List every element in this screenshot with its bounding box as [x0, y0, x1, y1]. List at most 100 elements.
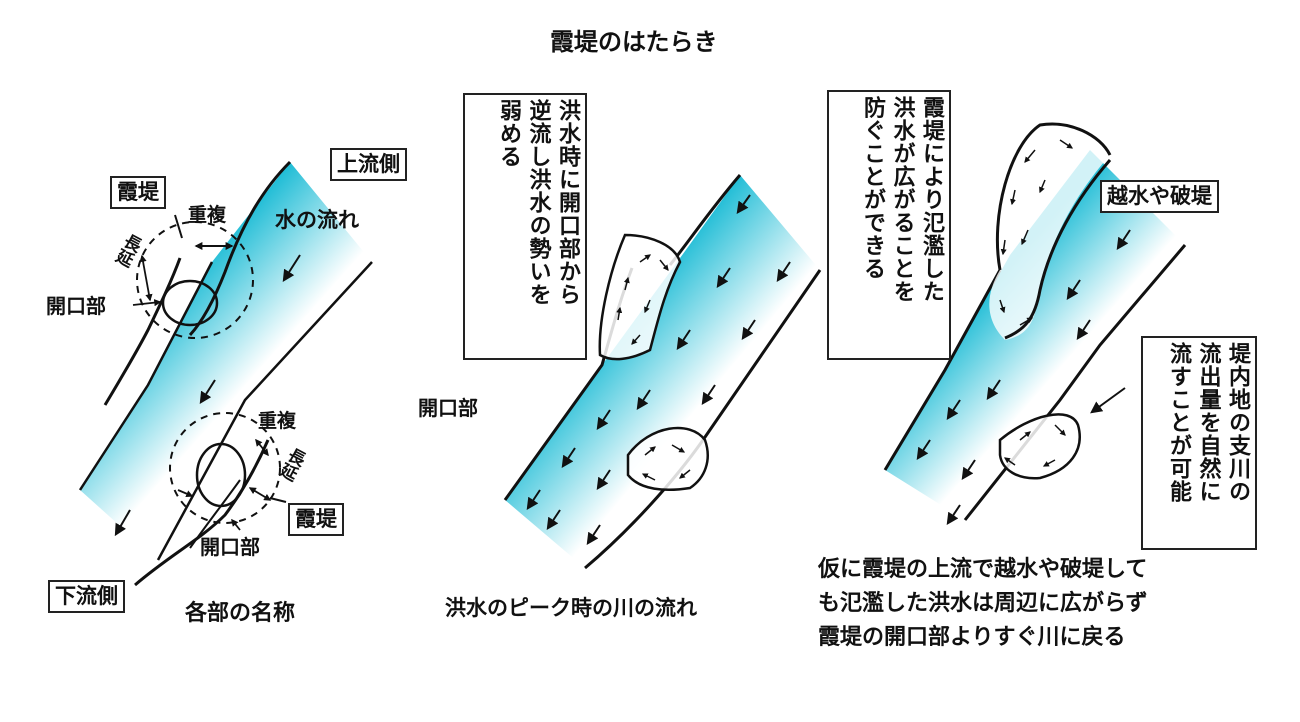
levee-line [1004, 159, 1112, 340]
note-line: 霞堤により氾濫した [919, 96, 944, 303]
lower-levee-line [134, 439, 270, 587]
upstream-label: 上流側 [330, 148, 407, 181]
flooded-area [989, 124, 1110, 340]
flow-arrow-icon [1059, 139, 1073, 149]
flow-arrow-icon [596, 469, 611, 490]
left-bank-line [78, 261, 214, 491]
flow-arrow-icon [946, 399, 961, 420]
panel3-caption-line: も氾濫した洪水は周辺に広がらず [818, 591, 1148, 616]
flow-arrow-icon [596, 409, 611, 430]
upper-levee-inner [103, 257, 182, 406]
swirl-arrows [999, 139, 1073, 467]
flow-arrow-icon [776, 261, 791, 282]
flow-arrow-icon [644, 299, 651, 314]
flow-arrow-icon [671, 444, 686, 453]
tributary-inflow-arrow [1090, 387, 1126, 414]
tributary-note: 堤内地の支川の 流出量を自然に 流すことが可能 [1141, 336, 1257, 550]
dimension-arrow-icon [139, 254, 153, 302]
upper-backflow-pocket [598, 233, 682, 361]
flow-arrow-icon [741, 319, 756, 340]
panel3-caption-line: 霞堤の開口部よりすぐ川に戻る [818, 625, 1126, 650]
backflow-note: 洪水時に開口部から 逆流し洪水の勢いを 弱める [463, 93, 587, 360]
lower-overlap-zone [169, 412, 281, 524]
dimension-arrow-icon [255, 438, 269, 457]
flow-arrow-icon [1024, 149, 1036, 163]
note-line: 流出量を自然に [1195, 342, 1221, 503]
river-flow-arrows [526, 194, 791, 545]
note-line: 弱める [496, 99, 521, 168]
river-panel-1 [78, 160, 373, 587]
upper-opening-ellipse [161, 279, 219, 327]
levee-label-top: 霞堤 [110, 176, 166, 209]
river-flow-arrows [916, 229, 1131, 525]
flow-arrow-icon [282, 254, 301, 283]
flow-arrow-icon [623, 276, 630, 291]
panel2-caption: 洪水のピーク時の川の流れ [445, 596, 697, 620]
flow-arrow-icon [636, 389, 651, 410]
lower-levee-edge [189, 479, 241, 549]
opening-label-bottom: 開口部 [200, 535, 260, 559]
water-flow-label: 水の流れ [275, 208, 359, 232]
flow-arrow-icon [114, 509, 131, 537]
river-panel-3 [883, 122, 1187, 525]
flow-arrow-icon [586, 524, 601, 545]
flow-arrow-icon [1019, 431, 1031, 441]
upper-overlap-zone [136, 221, 254, 339]
flow-arrow-icon [999, 299, 1006, 314]
panel3-caption-line: 仮に霞堤の上流で越水や破堤して [818, 557, 1148, 582]
flow-arrow-icon [676, 329, 691, 350]
flow-arrow-icon [679, 469, 691, 479]
flow-arrow-icon [736, 194, 751, 214]
prevent-spread-note: 霞堤により氾濫した 洪水が広がることを 防ぐことができる [827, 90, 951, 360]
flow-arrow-icon [546, 509, 561, 530]
dimension-arrow-icon [177, 489, 194, 498]
diagram-title: 霞堤のはたらき [550, 28, 718, 56]
dimension-arrow-icon [248, 487, 272, 501]
flow-arrow-icon [1021, 229, 1029, 246]
river-panel-2 [503, 174, 822, 570]
flow-arrow-icon [641, 473, 656, 481]
overlap-label-top: 重複 [188, 204, 227, 226]
river-water [505, 175, 820, 568]
flow-arrow-icon [701, 384, 716, 405]
flow-arrow-icon [526, 489, 541, 510]
downstream-label: 下流側 [48, 580, 125, 613]
flow-arrow-icon [644, 446, 656, 456]
right-bank-line [156, 261, 373, 561]
flow-arrow-icon [561, 447, 576, 468]
note-line: 逆流し洪水の勢いを [525, 99, 551, 306]
flow-arrow-icon [946, 504, 961, 525]
note-line: 堤内地の支川の [1225, 342, 1250, 503]
leader-line [269, 497, 287, 503]
opening-label: 開口部 [418, 396, 478, 420]
dimension-arrow-icon [231, 518, 241, 531]
flow-arrow-icon [916, 439, 931, 460]
note-line: 洪水時に開口部から [555, 99, 580, 306]
river-water [885, 150, 1185, 520]
note-line: 流すことが可能 [1166, 342, 1191, 503]
flow-arrow-icon [616, 306, 623, 321]
note-line: 洪水が広がることを [889, 96, 915, 303]
flow-arrow-icon [1000, 239, 1007, 256]
opening-label-left: 開口部 [46, 294, 106, 318]
flow-arrow-icon [199, 379, 216, 405]
panel1-caption: 各部の名称 [185, 601, 296, 626]
flow-arrow-icon [1004, 457, 1016, 466]
overflow-label: 越水や破堤 [1100, 180, 1219, 213]
overlap-label-bottom: 重複 [258, 410, 297, 432]
flow-arrow-icon [1076, 319, 1091, 340]
flow-arrow-icon [986, 379, 1001, 400]
dimension-arrow-icon [132, 299, 162, 307]
flow-arrow-icon [1054, 424, 1066, 436]
upper-levee-line [188, 160, 292, 337]
lower-opening-ellipse [195, 442, 247, 508]
flow-arrow-icon [1019, 317, 1034, 326]
flow-arrow-icon [659, 259, 669, 271]
flow-arrow-icon [1116, 229, 1131, 250]
flow-arrow-icon [716, 267, 731, 288]
flow-arrow-icon [1010, 189, 1016, 206]
flood-boundary-line [995, 122, 1112, 271]
levee-label-bottom: 霞堤 [288, 503, 344, 536]
